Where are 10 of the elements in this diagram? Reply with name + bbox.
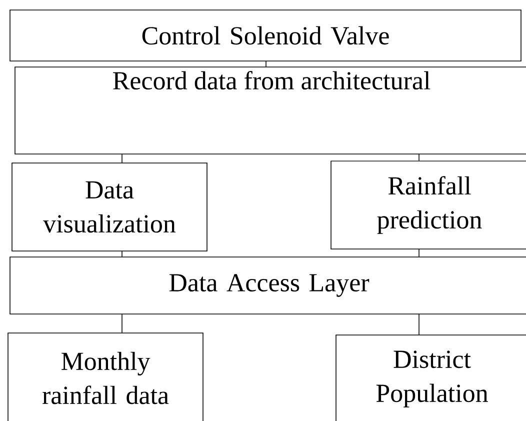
process-box: Monthly rainfall data — [8, 332, 204, 421]
process-box: Data Access Layer — [10, 256, 526, 314]
process-box: District Population — [336, 334, 526, 421]
process-box: Rainfall prediction — [330, 160, 526, 250]
process-box: Data visualization — [12, 162, 208, 252]
connector-line — [418, 314, 420, 335]
process-box: Control Solenoid Valve — [10, 10, 522, 62]
process-box: Record data from architectural — [14, 66, 526, 154]
connector-line — [418, 154, 420, 161]
connector-line — [418, 249, 420, 257]
